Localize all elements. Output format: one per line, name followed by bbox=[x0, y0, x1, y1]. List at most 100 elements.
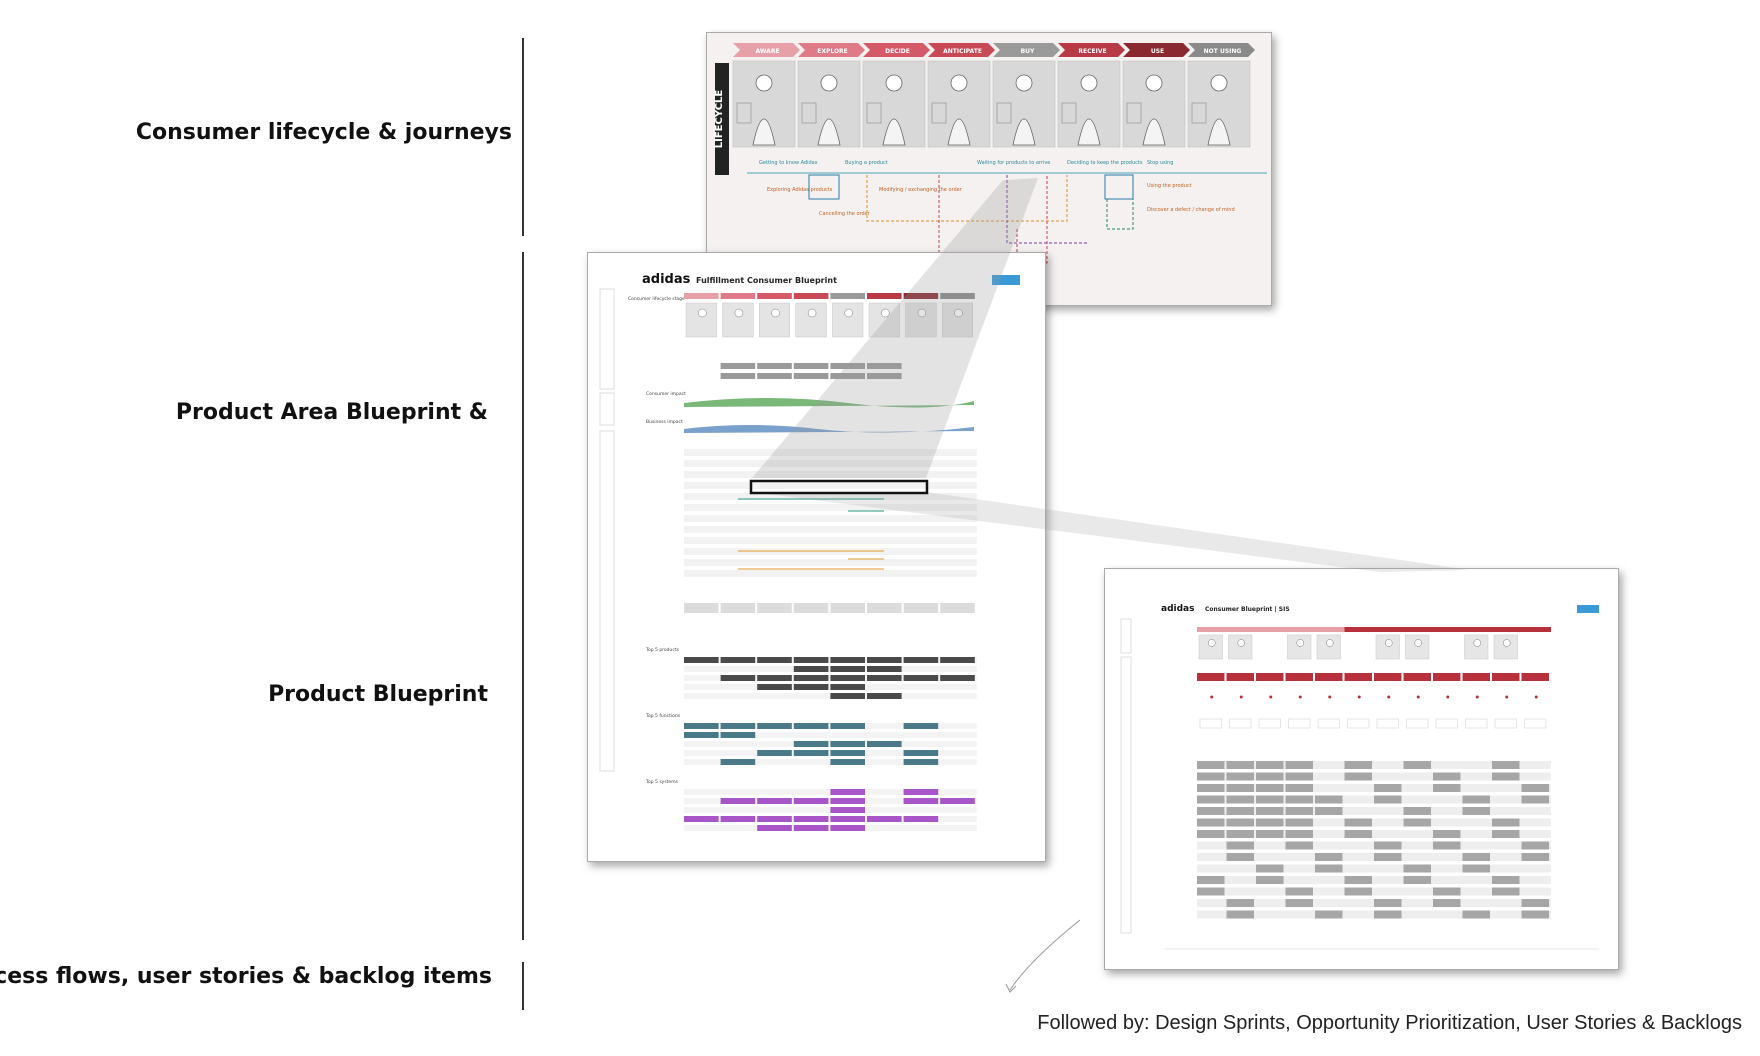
area-row-consumer: Consumer impact bbox=[646, 391, 686, 397]
product-sketch-head bbox=[1503, 639, 1511, 647]
area-brand-logo: adidas bbox=[642, 272, 691, 287]
stage-chevron bbox=[1058, 43, 1125, 57]
sketch-prop bbox=[801, 102, 817, 124]
area-top5-cell bbox=[903, 798, 939, 804]
product-grid-cell bbox=[1226, 830, 1254, 838]
area-top5-cell bbox=[830, 666, 865, 672]
lifecycle-sketches bbox=[732, 60, 1251, 148]
area-top5-cell bbox=[903, 750, 939, 756]
product-grid-cell bbox=[1285, 772, 1313, 781]
area-grid-row bbox=[684, 460, 977, 467]
product-grid-cell bbox=[1433, 784, 1461, 792]
product-grid-cell bbox=[1374, 910, 1402, 919]
area-stage-cell bbox=[867, 293, 902, 299]
area-top5-cell bbox=[903, 789, 939, 795]
area-row-systems: Top 5 systems bbox=[645, 779, 679, 785]
sketch-figure-body bbox=[1012, 118, 1036, 146]
product-dot bbox=[1328, 695, 1332, 699]
product-grid-cell bbox=[1492, 887, 1520, 896]
product-grid-row bbox=[1197, 772, 1551, 781]
area-gray-cell bbox=[793, 373, 829, 379]
area-top5-cell bbox=[830, 675, 865, 681]
product-grid-cell bbox=[1462, 807, 1490, 815]
product-grid-cell bbox=[1374, 899, 1402, 907]
product-note-box bbox=[1317, 718, 1340, 729]
area-top5-cell bbox=[830, 741, 865, 747]
product-dot bbox=[1269, 695, 1273, 699]
product-dot bbox=[1387, 695, 1391, 699]
product-grid-cell bbox=[1344, 830, 1372, 838]
product-pain-cell bbox=[1492, 673, 1520, 681]
area-top5-cell bbox=[830, 798, 865, 804]
stage-chevron bbox=[863, 43, 930, 57]
product-sketch bbox=[1375, 634, 1400, 660]
product-grid-cell bbox=[1403, 807, 1431, 815]
product-grid-cell bbox=[1462, 795, 1490, 804]
product-grid-cell bbox=[1197, 876, 1225, 884]
product-grid-row bbox=[1197, 887, 1551, 896]
stage-label: AWARE bbox=[755, 48, 779, 55]
product-pain-cell bbox=[1462, 673, 1490, 681]
area-top5-cell bbox=[793, 741, 829, 747]
product-grid-cell bbox=[1285, 807, 1313, 815]
sketch-figure-head bbox=[820, 74, 838, 92]
sketch-figure-head bbox=[1210, 74, 1228, 92]
area-stage-cell bbox=[720, 293, 756, 299]
sketch-figure-head bbox=[885, 74, 903, 92]
area-top5-cell bbox=[793, 675, 829, 681]
area-blueprint-document: adidas Fulfillment Consumer Blueprint Co… bbox=[587, 252, 1046, 862]
stage-chevron bbox=[1123, 43, 1190, 57]
stage-chevron bbox=[928, 43, 995, 57]
journey-loop bbox=[808, 174, 840, 200]
product-grid-cell bbox=[1433, 830, 1461, 838]
product-grid-cell bbox=[1285, 899, 1313, 907]
product-note-box bbox=[1376, 718, 1399, 729]
product-sketch bbox=[1228, 634, 1253, 660]
product-note-box bbox=[1406, 718, 1429, 729]
product-grid-cell bbox=[1197, 761, 1225, 769]
product-dot bbox=[1239, 695, 1243, 699]
product-grid-cell bbox=[1462, 853, 1490, 861]
area-sketch bbox=[795, 302, 827, 338]
area-top5-cell bbox=[903, 657, 939, 663]
product-grid-cell bbox=[1197, 887, 1225, 896]
area-top5-cell bbox=[757, 684, 792, 690]
divider-process bbox=[522, 962, 524, 1010]
product-pain-cell bbox=[1433, 673, 1461, 681]
area-sketch bbox=[905, 302, 937, 338]
product-grid-cell bbox=[1285, 818, 1313, 827]
area-sketch-head bbox=[698, 308, 707, 318]
area-top5-cell bbox=[867, 657, 902, 663]
area-top5-cell bbox=[830, 684, 865, 690]
area-top5-cell bbox=[793, 684, 829, 690]
area-top5-cell bbox=[793, 666, 829, 672]
product-blueprint-graphic: adidas Consumer Blueprint | SIS bbox=[1120, 604, 1599, 950]
side-tab bbox=[1120, 656, 1132, 934]
area-top5-cell bbox=[720, 657, 756, 663]
area-sketch-head bbox=[807, 308, 817, 318]
product-grid-row bbox=[1197, 864, 1551, 873]
area-gray-cell bbox=[757, 373, 792, 379]
product-grid-cell bbox=[1285, 784, 1313, 792]
stage-chevron bbox=[993, 43, 1060, 57]
product-grid-cell bbox=[1344, 818, 1372, 827]
product-grid-cell bbox=[1315, 795, 1343, 804]
product-grid-cell bbox=[1256, 830, 1284, 838]
product-grid-row bbox=[1197, 818, 1551, 827]
product-dot bbox=[1446, 695, 1450, 699]
sketch-figure-body bbox=[752, 118, 776, 146]
product-grid-cell bbox=[1197, 772, 1225, 781]
stage-label: BUY bbox=[1021, 48, 1035, 55]
lifecycle-side-bar bbox=[715, 63, 729, 175]
product-grid-cell bbox=[1256, 795, 1284, 804]
side-tab bbox=[599, 430, 615, 772]
product-sketch-head bbox=[1296, 639, 1304, 647]
product-grid-cell bbox=[1226, 772, 1254, 781]
sketch-figure-body bbox=[1142, 118, 1166, 146]
area-gray-cell bbox=[793, 363, 829, 369]
area-top5-cell bbox=[793, 825, 829, 831]
area-key-cell bbox=[903, 603, 939, 613]
product-stage-bar bbox=[1344, 627, 1551, 632]
product-sketch-head bbox=[1414, 639, 1422, 647]
